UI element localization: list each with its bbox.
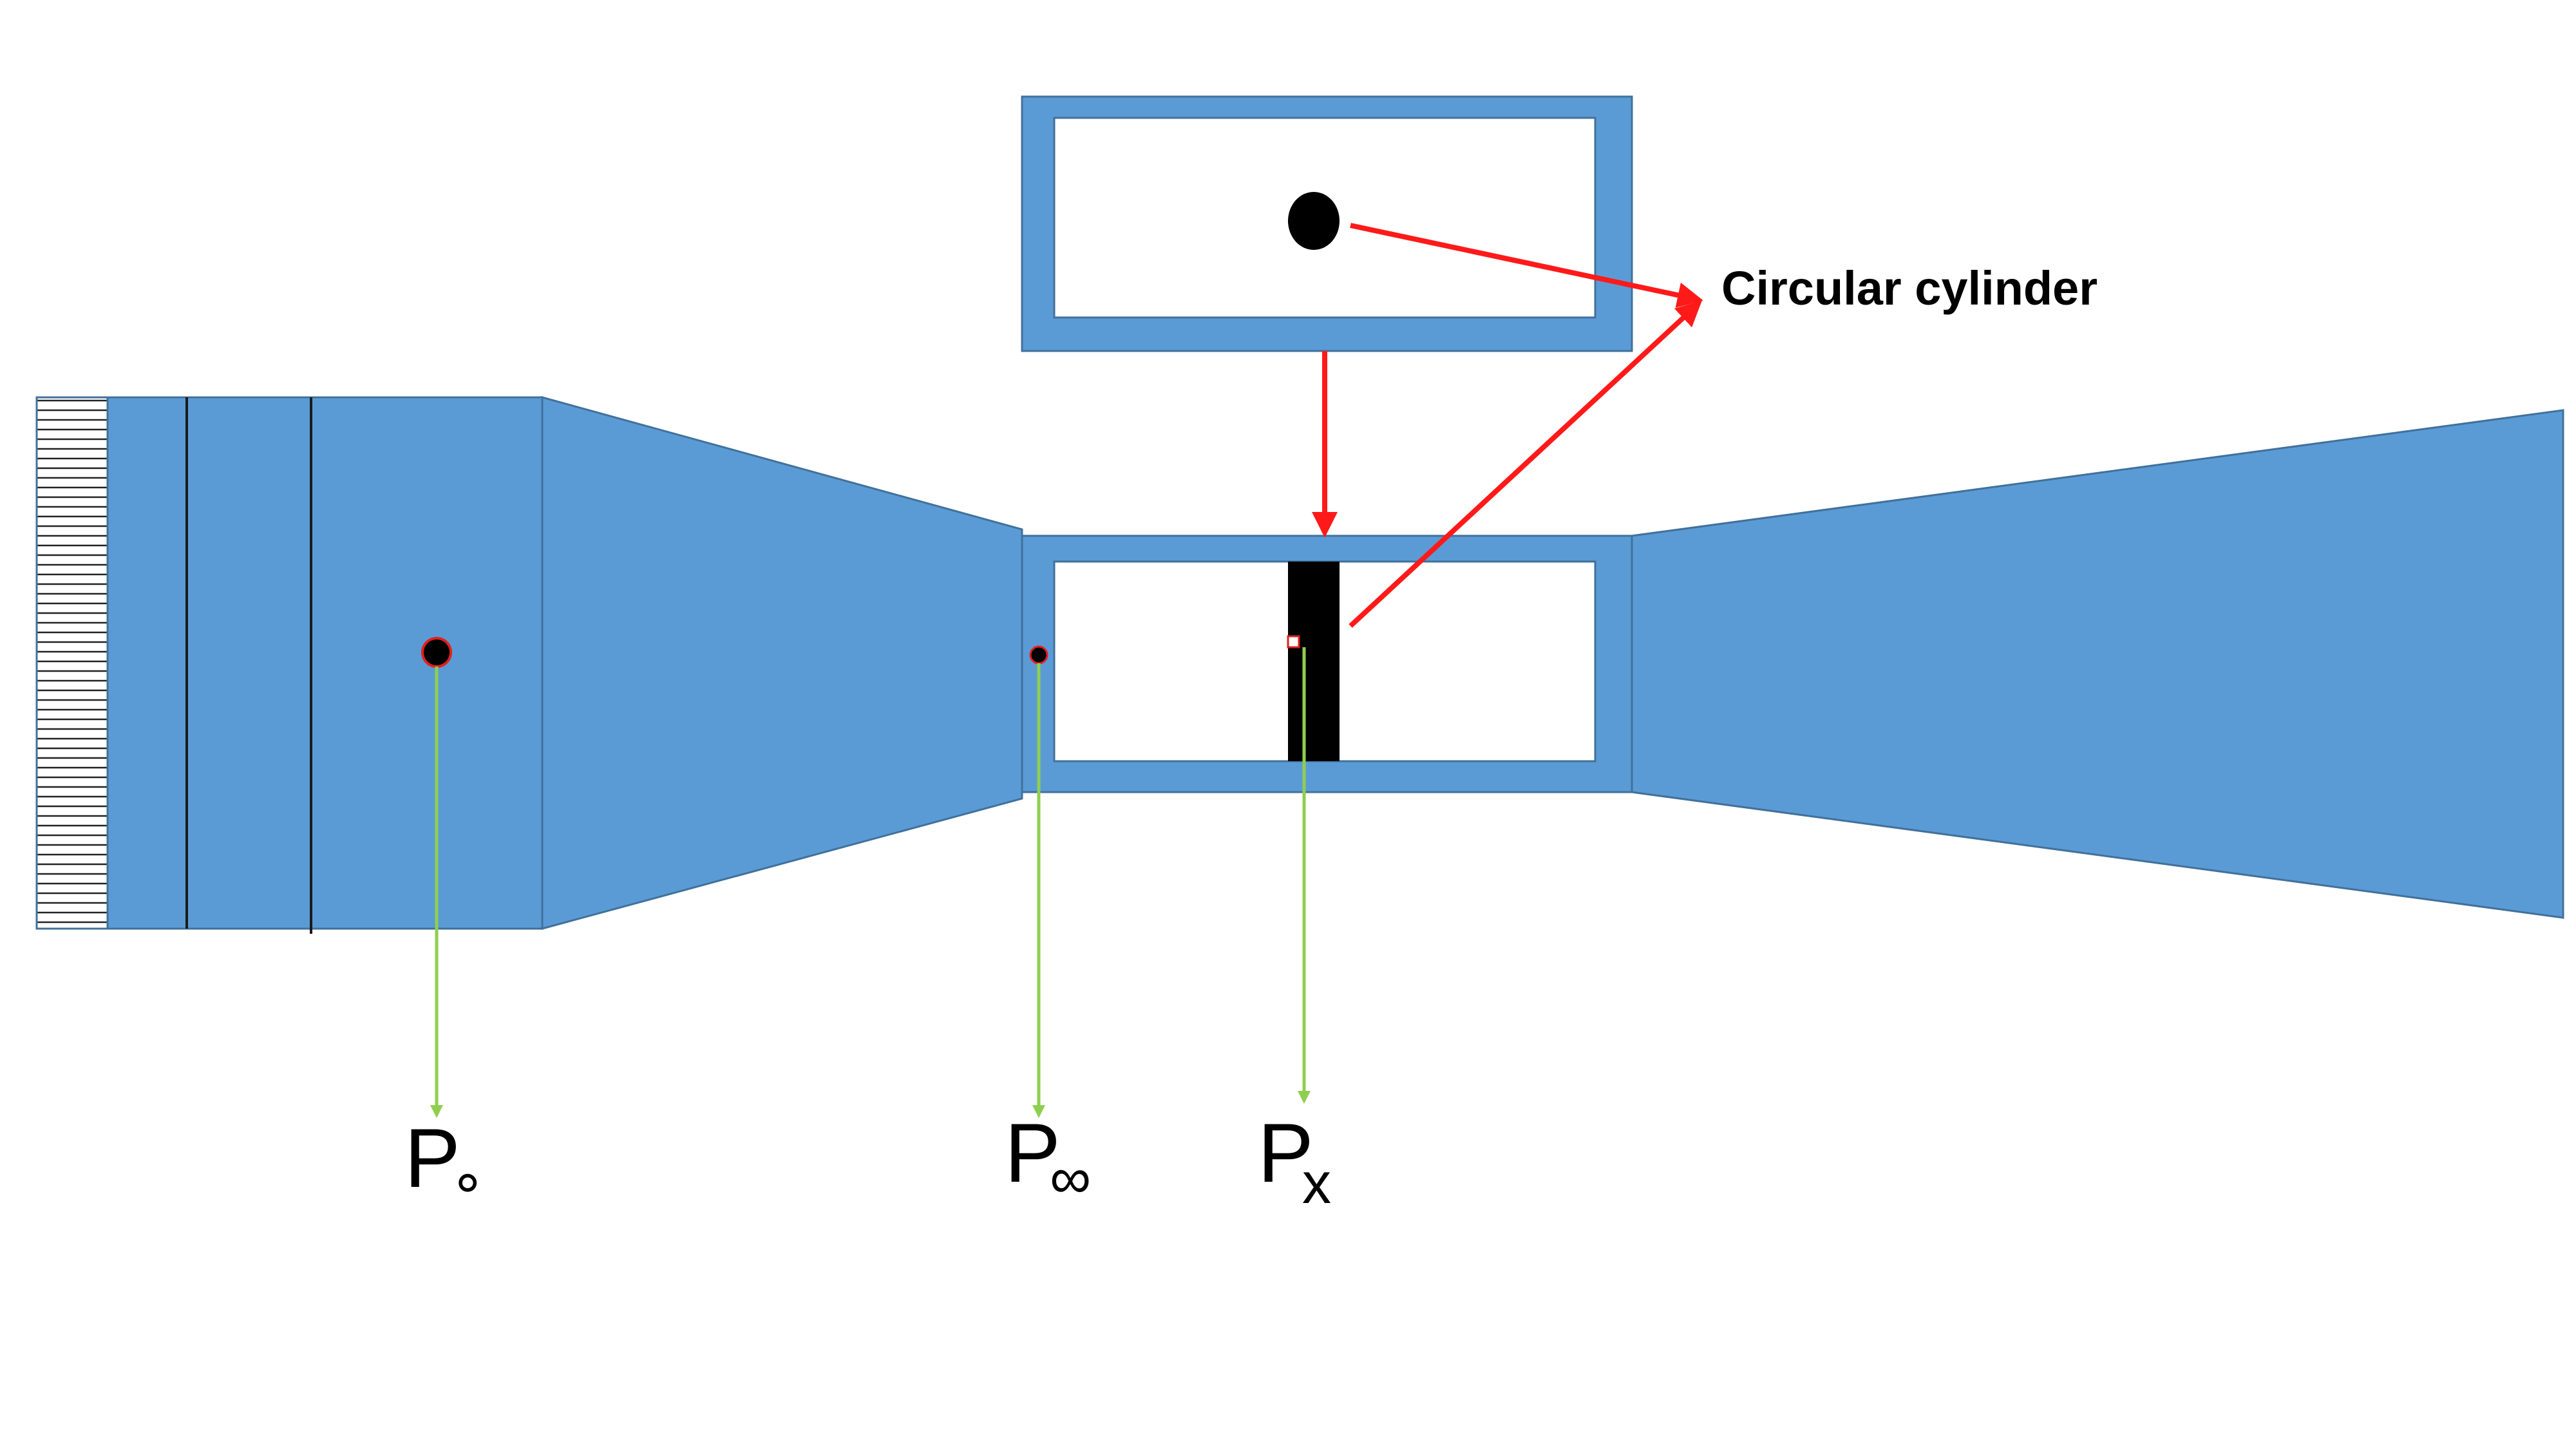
diffuser-section (1631, 409, 2564, 919)
settling-chamber-body (106, 396, 544, 930)
circular-cylinder-end (1288, 192, 1340, 250)
freestream-pressure-tap (1029, 645, 1048, 665)
px-label-subscript: x (1302, 1151, 1331, 1216)
cross-section-view (1021, 95, 1633, 352)
circular-cylinder-label: Circular cylinder (1721, 261, 2098, 315)
pinf-label: P ∞ (1005, 1106, 1091, 1211)
p0-label-subscript: ∘ (450, 1150, 486, 1214)
honeycomb-screen (35, 396, 109, 930)
circular-cylinder-side (1288, 562, 1340, 761)
p0-label-main: P (404, 1111, 460, 1205)
contraction-section (541, 396, 1023, 930)
pinf-label-subscript: ∞ (1050, 1146, 1091, 1211)
callout-arrows (1312, 223, 1703, 628)
px-label-main: P (1258, 1106, 1314, 1200)
callout-arrow-side-view (1349, 300, 1702, 628)
settling-chamber (35, 396, 544, 934)
test-section (1021, 535, 1633, 793)
stagnation-pressure-tap (421, 637, 452, 668)
callout-arrow-end-view (1350, 223, 1703, 308)
probe-arrows (430, 647, 1311, 1118)
surface-pressure-tap (1287, 635, 1300, 649)
pinf-label-main: P (1005, 1106, 1061, 1200)
px-label: P x (1258, 1106, 1331, 1216)
p0-label: P ∘ (404, 1111, 486, 1214)
